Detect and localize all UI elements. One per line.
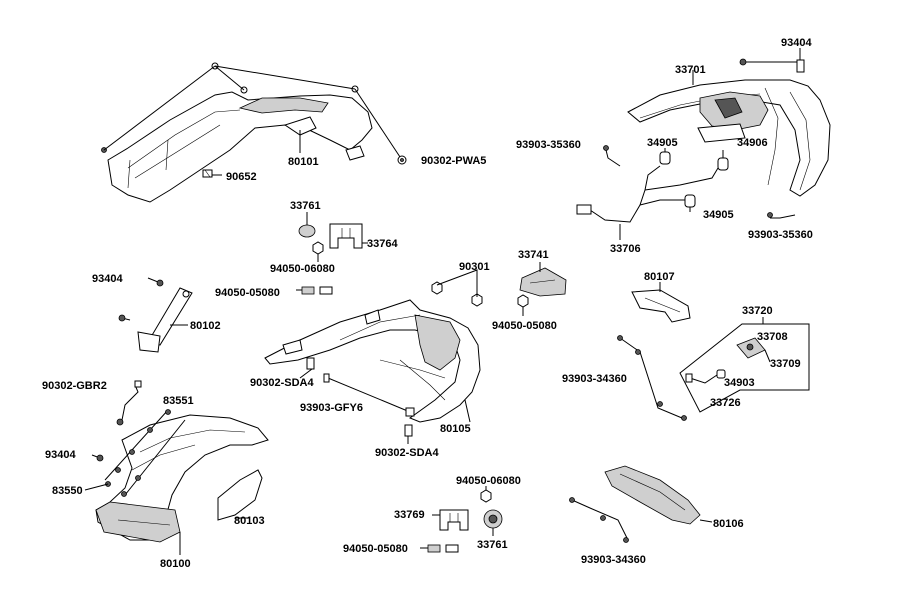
leader-lines-top-left (103, 65, 403, 176)
screws-93903-34360-a (617, 335, 687, 421)
label-90301: 90301 (459, 261, 490, 273)
label-93404-top: 93404 (781, 37, 812, 49)
bolt-93404-mid (118, 277, 164, 322)
label-94050-05080-a: 94050-05080 (215, 287, 280, 299)
label-93404-mid: 93404 (92, 273, 123, 285)
screw-93903-35360-a (603, 145, 621, 167)
nut-94050-05080-a (296, 286, 333, 295)
label-93404-low: 93404 (45, 449, 76, 461)
bolt-93404-top (739, 48, 805, 73)
part-33769-bracket (432, 509, 469, 531)
label-33761-a: 33761 (290, 200, 321, 212)
nut-94050-05080-b (517, 294, 529, 316)
bulb-34905-b (684, 194, 696, 212)
label-33708: 33708 (757, 331, 788, 343)
label-90302-sda4-a: 90302-SDA4 (250, 377, 314, 389)
part-labels: 93404 33701 93903-35360 34905 34906 3490… (42, 37, 813, 570)
label-80106: 80106 (713, 518, 744, 530)
nut-94050-06080-a (312, 241, 324, 262)
label-80100: 80100 (160, 558, 191, 570)
label-33706: 33706 (610, 243, 641, 255)
part-33761-grommet-b (483, 509, 503, 536)
screw-90652 (202, 169, 213, 178)
label-33769: 33769 (394, 509, 425, 521)
clip-90302-sda4-a (299, 357, 315, 379)
part-80107-bracket (631, 282, 691, 323)
label-34905-b: 34905 (703, 209, 734, 221)
label-33764: 33764 (367, 238, 398, 250)
label-90652: 90652 (226, 171, 257, 183)
label-93903-34360-b: 93903-34360 (581, 554, 646, 566)
part-33701-tail-lamp (627, 79, 831, 197)
label-94050-05080-b: 94050-05080 (492, 320, 557, 332)
label-93903-35360-a: 93903-35360 (516, 139, 581, 151)
label-34903: 34903 (724, 377, 755, 389)
label-93903-gfy6: 93903-GFY6 (300, 402, 363, 414)
bulb-34906 (717, 150, 729, 171)
fastener-chain-fender (84, 380, 186, 497)
part-80106-tray (604, 465, 713, 525)
harness-33706 (576, 165, 719, 240)
label-33741: 33741 (518, 249, 549, 261)
nut-94050-06080-b (480, 486, 492, 503)
nut-94050-05080-c (420, 544, 459, 553)
label-90302-gbr2: 90302-GBR2 (42, 380, 107, 392)
label-33761-b: 33761 (477, 539, 508, 551)
part-33720-license-lamp-assembly (679, 317, 810, 413)
label-80105: 80105 (440, 423, 471, 435)
label-80102: 80102 (190, 320, 221, 332)
label-80107: 80107 (644, 271, 675, 283)
label-94050-05080-c: 94050-05080 (343, 543, 408, 555)
label-83551: 83551 (163, 395, 194, 407)
label-34906: 34906 (737, 137, 768, 149)
label-94050-06080-a: 94050-06080 (270, 263, 335, 275)
nuts-90301 (431, 269, 483, 307)
label-34905-a: 34905 (647, 137, 678, 149)
label-93903-35360-b: 93903-35360 (748, 229, 813, 241)
label-33720: 33720 (742, 305, 773, 317)
part-80100-rear-fender (95, 414, 269, 543)
part-33764-bracket (329, 223, 368, 249)
label-33709: 33709 (770, 358, 801, 370)
label-83550: 83550 (52, 485, 83, 497)
screw-90302-pwa5 (397, 155, 407, 165)
part-33741-reflector (519, 262, 567, 297)
part-80102-bracket (137, 287, 193, 353)
label-93903-34360-a: 93903-34360 (562, 373, 627, 385)
label-80101: 80101 (288, 156, 319, 168)
part-80101-inner-fender (107, 91, 373, 203)
screws-93903-34360-b (569, 497, 629, 543)
part-80103-side-panel (217, 469, 263, 521)
label-33726: 33726 (710, 397, 741, 409)
label-90302-pwa5: 90302-PWA5 (421, 155, 486, 167)
label-94050-06080-b: 94050-06080 (456, 475, 521, 487)
bulb-34905-a (659, 148, 671, 165)
label-33701: 33701 (675, 64, 706, 76)
part-33761-grommet-a (298, 212, 316, 238)
screw-93903-gfy6 (323, 373, 415, 417)
clip-90302-sda4-b (404, 424, 413, 444)
screw-93903-35360-b (767, 212, 796, 219)
part-80105-rear-frame (264, 299, 481, 423)
label-90302-sda4-b: 90302-SDA4 (375, 447, 439, 459)
label-80103: 80103 (234, 515, 265, 527)
